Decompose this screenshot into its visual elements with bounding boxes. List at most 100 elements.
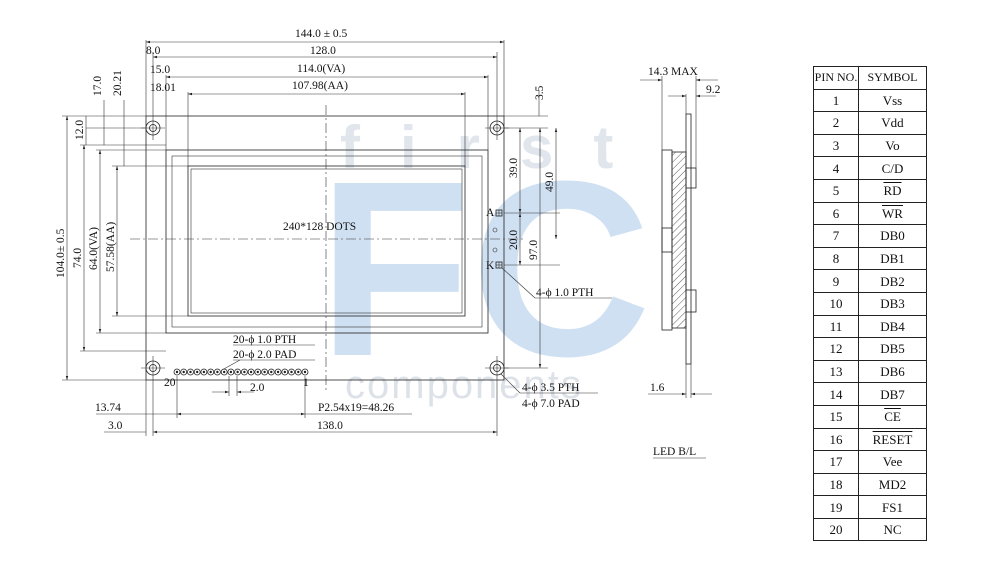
led-bl-label: LED B/L <box>653 446 696 458</box>
pin-pads-label: 20-ϕ 2.0 PAD <box>233 349 296 361</box>
dim-active-area-width: 107.98(AA) <box>292 80 348 92</box>
dim-offset-1801: 18.01 <box>150 82 176 94</box>
dim-height-total: 104.0± 0.5 <box>55 228 67 278</box>
connector-pin-hole <box>297 370 300 374</box>
pin-20-label: 20 <box>164 377 176 389</box>
pin-number: 10 <box>813 291 859 316</box>
dim-height-aa: 57.58(AA) <box>105 222 117 272</box>
pcb-outline <box>145 115 505 381</box>
pin-symbol: DB7 <box>858 382 927 406</box>
connector-pin <box>234 368 242 376</box>
connector-pin <box>173 368 181 376</box>
pin-symbol: C/D <box>858 156 927 180</box>
front-view: A K 144.0 ± 0.5 128.0 8.0 114.0(VA) 15.0… <box>55 28 612 436</box>
pin-number: 9 <box>813 269 859 293</box>
connector-pin-hole <box>290 370 293 374</box>
dim-offset-15: 15.0 <box>150 64 170 76</box>
active-area <box>187 165 466 317</box>
pin-number: 7 <box>813 224 859 248</box>
connector-pin-hole <box>196 370 199 374</box>
dim-right-49: 49.0 <box>544 172 556 192</box>
pin-1-label: 1 <box>303 377 309 389</box>
side-pcb-16: 1.6 <box>650 382 665 394</box>
active-area-inner <box>190 168 463 314</box>
connector-pin <box>200 368 208 376</box>
dim-offset-8: 8.0 <box>146 45 161 57</box>
header-symbol: SYMBOL <box>858 66 927 90</box>
pin-symbol: DB1 <box>858 246 927 271</box>
connector-pin <box>301 368 309 376</box>
connector-pin-hole <box>182 370 185 374</box>
pin-symbol: RESET <box>858 427 927 452</box>
pin-symbol: Vee <box>858 450 927 474</box>
dim-height-12: 12.0 <box>74 120 86 140</box>
dim-right-97: 97.0 <box>528 240 540 260</box>
pin-symbol: FS1 <box>858 495 927 519</box>
pin-number: 8 <box>813 246 859 271</box>
connector-pin-hole <box>236 370 239 374</box>
connector-pin-hole <box>216 370 219 374</box>
pin-symbol: MD2 <box>858 472 927 497</box>
connector-pin <box>180 368 188 376</box>
pin-symbol: Vss <box>858 88 927 113</box>
side-depth-92: 9.2 <box>706 84 721 96</box>
dim-view-area-width: 114.0(VA) <box>297 63 345 75</box>
mounting-hole-bl <box>141 356 165 380</box>
pin-holes-label: 20-ϕ 1.0 PTH <box>233 334 296 346</box>
pin-symbol: Vdd <box>858 111 927 135</box>
connector-pin-hole <box>229 370 233 374</box>
watermark-sub: components <box>345 363 583 407</box>
connector-pin-hole <box>209 370 212 374</box>
connector-pins <box>173 368 309 376</box>
connector-pin <box>294 368 302 376</box>
pin-number: 11 <box>813 314 859 339</box>
side-pcb <box>685 113 692 365</box>
dim-height-2021: 20.21 <box>112 70 124 96</box>
pin-symbol: DB0 <box>858 224 927 248</box>
pin-symbol: RD <box>858 178 927 203</box>
pin-symbol: DB4 <box>858 314 927 339</box>
mount-pads-label: 4-ϕ 7.0 PAD <box>522 398 580 410</box>
pin-symbol: DB2 <box>858 269 927 293</box>
connector-pin-hole <box>189 370 192 374</box>
connector-pin-hole <box>175 370 179 374</box>
view-area-frame <box>165 149 489 334</box>
connector-pin <box>193 368 201 376</box>
pin-number: 4 <box>813 156 859 180</box>
pin-symbol: DB5 <box>858 337 927 361</box>
dim-bottom-30: 3.0 <box>108 420 123 432</box>
pin-symbol: NC <box>858 517 927 542</box>
connector-pin <box>247 368 255 376</box>
connector-pin <box>281 368 289 376</box>
pin-symbol: WR <box>858 201 927 226</box>
pin-symbol: CE <box>858 404 927 429</box>
led-k-label: K <box>486 260 495 272</box>
pin-number: 1 <box>813 88 859 113</box>
connector-pin <box>207 368 215 376</box>
pin-number: 6 <box>813 201 859 226</box>
led-a-label: A <box>486 207 495 219</box>
header-pin-no: PIN NO. <box>813 66 859 90</box>
watermark: first FC components <box>318 114 651 408</box>
pin-number: 17 <box>813 450 859 474</box>
connector-pin-hole <box>202 370 206 374</box>
pin-number: 13 <box>813 359 859 384</box>
pin-number: 14 <box>813 382 859 406</box>
dim-bottom-138: 138.0 <box>317 420 343 432</box>
connector-pin <box>213 368 221 376</box>
resolution-label: 240*128 DOTS <box>283 221 356 233</box>
